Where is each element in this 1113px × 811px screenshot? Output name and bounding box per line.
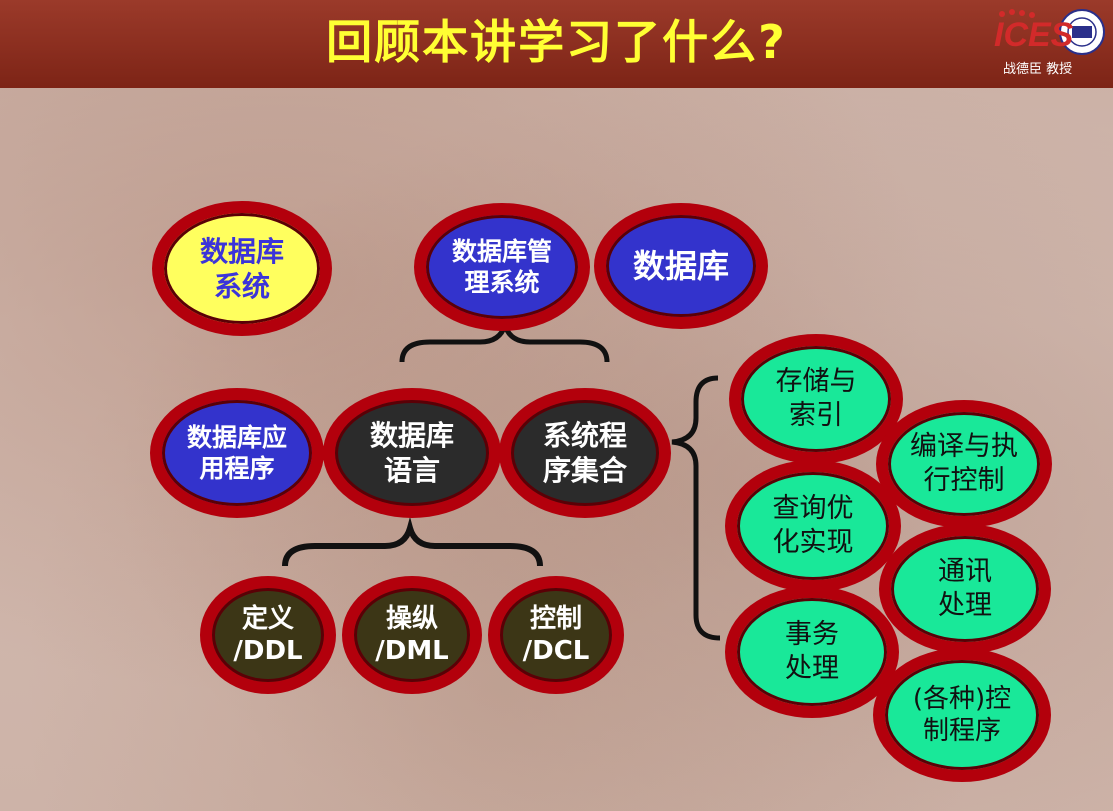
node-system-programs: 系统程 序集合 bbox=[499, 388, 671, 518]
node-label: 数据库 bbox=[632, 247, 729, 285]
ices-logo: ICES bbox=[994, 9, 1105, 55]
node-dml: 操纵 /DML bbox=[342, 576, 482, 694]
node-label: 定义 /DDL bbox=[233, 603, 303, 667]
node-ddl: 定义 /DDL bbox=[200, 576, 336, 694]
node-control-programs: (各种)控 制程序 bbox=[873, 648, 1051, 782]
node-label: 控制 /DCL bbox=[522, 603, 590, 667]
node-compile-exec: 编译与执 行控制 bbox=[876, 400, 1052, 528]
node-label: 系统程 序集合 bbox=[542, 419, 627, 487]
node-label: 存储与 索引 bbox=[775, 366, 857, 431]
brace-right bbox=[671, 375, 721, 641]
node-transaction: 事务 处理 bbox=[725, 586, 899, 718]
node-comm: 通讯 处理 bbox=[879, 524, 1051, 654]
node-label: 数据库 语言 bbox=[369, 419, 454, 487]
node-label: 编译与执 行控制 bbox=[910, 431, 1018, 496]
node-label: 数据库 系统 bbox=[199, 234, 284, 303]
node-database: 数据库 bbox=[594, 203, 768, 329]
node-dbms: 数据库管 理系统 bbox=[414, 203, 590, 331]
node-label: 通讯 处理 bbox=[938, 556, 992, 621]
logo-lettering: ICES bbox=[994, 16, 1074, 54]
title-bar: 回顾本讲学习了什么? ICES 战德臣 教授 bbox=[0, 0, 1113, 88]
node-label: 数据库应 用程序 bbox=[186, 422, 287, 483]
node-query-opt: 查询优 化实现 bbox=[725, 460, 901, 592]
node-label: 数据库管 理系统 bbox=[451, 236, 552, 297]
node-label: 事务 处理 bbox=[785, 619, 839, 684]
author-name: 战德臣 教授 bbox=[1003, 62, 1073, 77]
node-dcl: 控制 /DCL bbox=[488, 576, 624, 694]
node-storage-index: 存储与 索引 bbox=[729, 334, 903, 464]
slide-title: 回顾本讲学习了什么? bbox=[326, 15, 787, 69]
node-label: 查询优 化实现 bbox=[772, 493, 854, 558]
brace-bottom bbox=[282, 516, 543, 567]
node-label: (各种)控 制程序 bbox=[912, 683, 1012, 747]
node-label: 操纵 /DML bbox=[375, 603, 449, 667]
node-db-language: 数据库 语言 bbox=[323, 388, 501, 518]
node-db-system: 数据库 系统 bbox=[152, 201, 332, 336]
node-db-app: 数据库应 用程序 bbox=[150, 388, 324, 518]
